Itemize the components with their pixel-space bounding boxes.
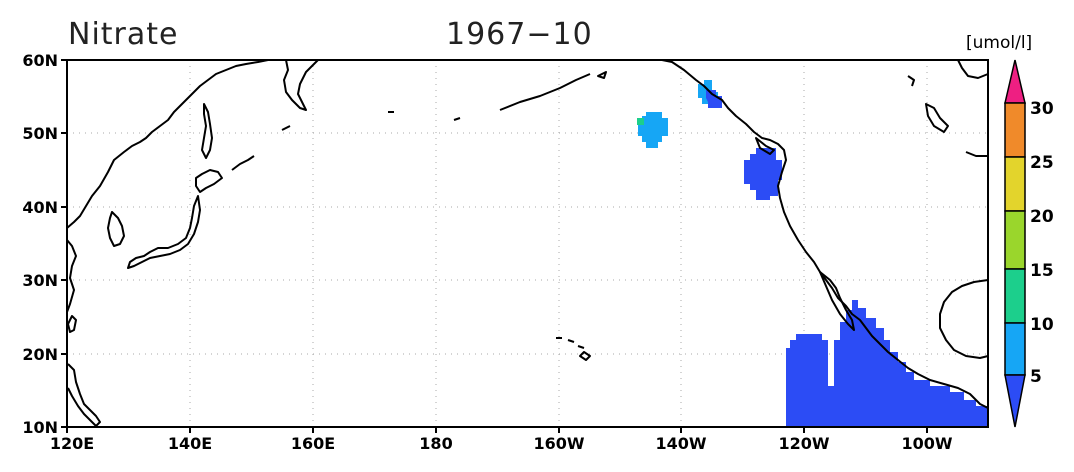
date-title: 1967−10 [446,17,593,52]
axis-ticks [61,59,928,433]
lat-tick-label: 30N [22,271,58,290]
map-frame [66,59,989,428]
coastline-gulf-of-mexico [939,279,989,359]
lat-tick-label: 10N [22,418,58,437]
data-cell-oregon [744,148,782,200]
colorbar-segment-25-30 [1004,102,1026,158]
data-cell-tropical [786,300,988,427]
colorbar-label: 5 [1030,367,1042,387]
coastline-philippines [67,363,101,427]
coastline-inland-upper-right [907,59,989,157]
coastline-north-america [646,59,989,409]
data-cell-se-alaska-dark [706,90,722,108]
colorbar-segment-above-30 [1004,59,1026,104]
lon-tick-label: 120E [50,434,94,453]
variable-title: Nitrate [68,17,178,52]
colorbar-label: 15 [1030,261,1054,281]
lon-tick-labels: 120E 140E 160E 180 160W 140W 120W 100W [50,434,953,453]
coastline-sakhalin [201,103,213,159]
lon-tick-label: 160W [533,434,584,453]
coastline-kamchatka [283,59,319,111]
coastline-aleutians [281,125,291,131]
colorbar-label: 30 [1030,99,1054,119]
lon-tick-label: 160E [291,434,335,453]
colorbar-label: 10 [1030,315,1054,335]
coastline-aleutians-3 [453,117,461,121]
lon-tick-label: 180 [419,434,452,453]
lon-tick-label: 140W [655,434,706,453]
coastline-vancouver-island [755,137,775,155]
coastline-kurils [231,155,255,171]
lat-tick-label: 60N [22,51,58,70]
data-field [637,80,988,427]
lon-tick-label: 100W [901,434,952,453]
coastline-kodiak [597,71,607,79]
data-cell-gulf-alaska-green [637,118,644,125]
coastline-china [66,239,77,313]
lon-tick-label: 140E [168,434,212,453]
colorbar-segment-15-20 [1004,210,1026,270]
colorbar-segment-5-10 [1004,322,1026,376]
coastline-honshu [127,195,201,269]
lat-tick-label: 20N [22,345,58,364]
coastline-taiwan [67,315,77,333]
units-label: [umol/l] [966,33,1032,53]
lon-tick-label: 120W [778,434,829,453]
colorbar-segment-20-25 [1004,156,1026,212]
colorbar [1004,59,1026,428]
coastline-baja [819,271,855,331]
colorbar-label: 20 [1030,207,1054,227]
colorbar-labels: 5 10 15 20 25 30 [1030,99,1054,387]
colorbar-segment-below-5 [1004,374,1026,428]
lat-tick-label: 50N [22,124,58,143]
coastlines [66,59,989,427]
data-cell-gulf-alaska [638,112,668,148]
lat-tick-labels: 60N 50N 40N 30N 20N 10N [22,51,58,437]
coastline-hokkaido [195,169,223,193]
coastline-korea [107,211,125,247]
colorbar-label: 25 [1030,153,1054,173]
coastline-asia [66,59,269,229]
lat-tick-label: 40N [22,198,58,217]
coastline-aleutians-4 [499,73,591,111]
coastline-hawaii [556,337,591,361]
colorbar-segment-10-15 [1004,268,1026,324]
